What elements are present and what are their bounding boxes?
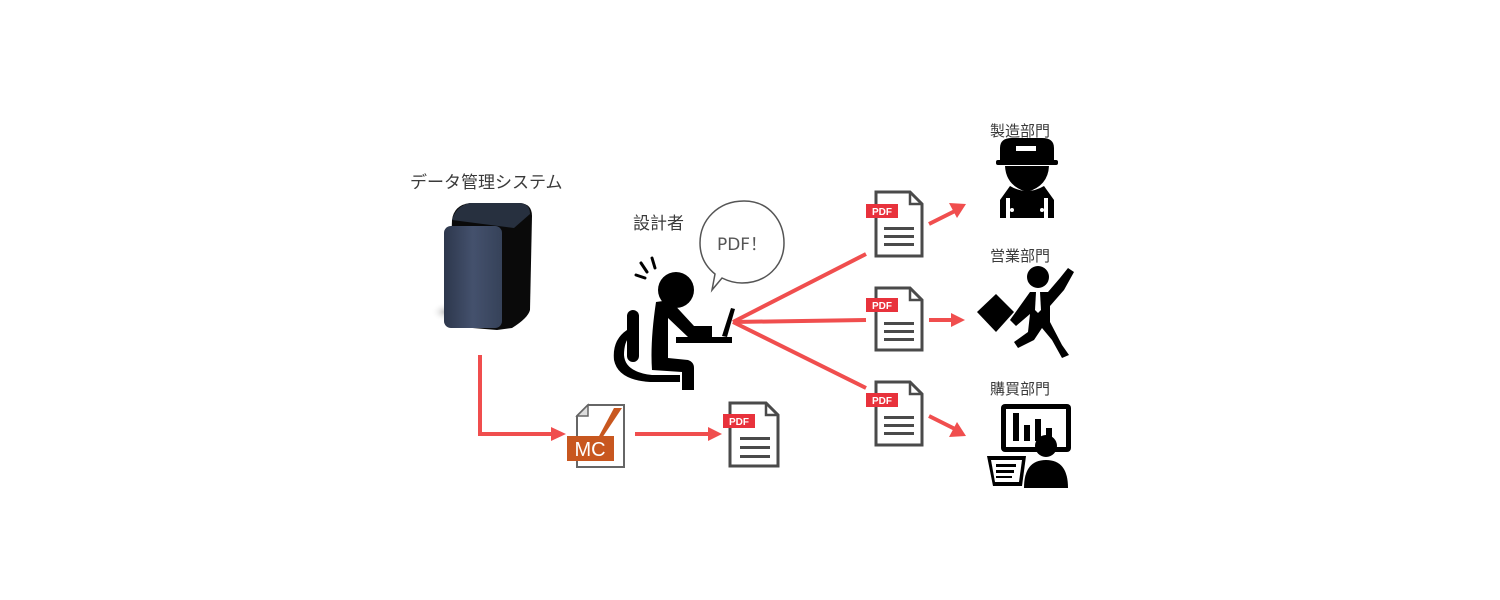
arrow-to-manufacturing xyxy=(928,203,966,226)
purchasing-dept-label: 購買部門 xyxy=(990,380,1051,398)
distribution-lines xyxy=(732,252,867,390)
mc-badge-text: MC xyxy=(574,439,605,461)
arrow-server-to-converter xyxy=(478,355,566,441)
pdf-document-icon xyxy=(866,380,924,447)
salesperson-icon xyxy=(977,266,1074,358)
pdf-badge-text: PDF xyxy=(872,207,892,218)
pdf-document-icon xyxy=(866,286,924,352)
pdf-document-icon xyxy=(866,190,924,258)
speech-bubble xyxy=(699,200,785,293)
pdf-badge-text: PDF xyxy=(872,396,892,407)
designer-label: 設計者 xyxy=(633,214,684,234)
mc-converter-file-icon xyxy=(567,403,625,468)
arrow-to-sales xyxy=(929,313,965,327)
arrow-to-purchasing xyxy=(928,414,966,437)
person-at-laptop-icon xyxy=(613,256,735,390)
sales-dept-label: 営業部門 xyxy=(990,247,1051,265)
pdf-badge-text: PDF xyxy=(729,417,749,428)
manufacturing-dept-label: 製造部門 xyxy=(990,122,1051,140)
purchasing-analyst-icon xyxy=(987,404,1071,488)
pdf-document-icon xyxy=(723,401,780,468)
server-icon xyxy=(431,203,532,330)
arrow-converter-to-pdf xyxy=(635,427,722,441)
pdf-badge-text: PDF xyxy=(872,301,892,312)
speech-bubble-text: PDF！ xyxy=(717,235,767,255)
factory-worker-icon xyxy=(996,138,1058,218)
data-system-label: データ管理システム xyxy=(410,173,563,193)
